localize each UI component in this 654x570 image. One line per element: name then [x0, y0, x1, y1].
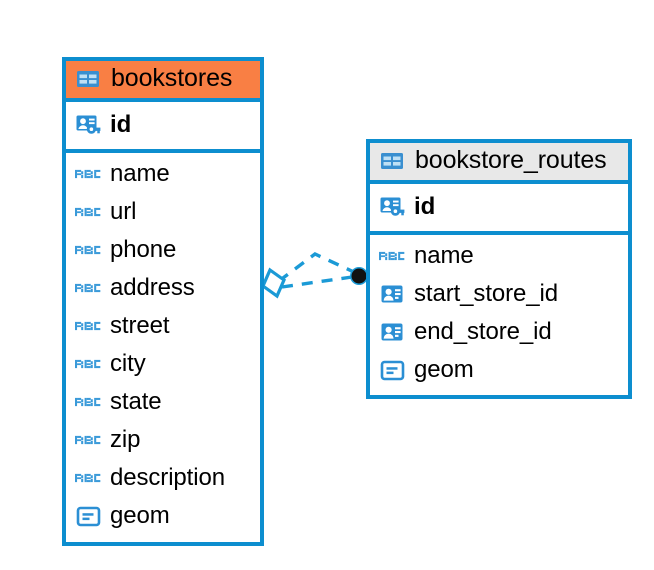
entity-title-bookstores: bookstores [111, 64, 233, 93]
primary-key-section-bookstore-routes: id [370, 180, 628, 235]
geometry-icon [378, 356, 406, 384]
abc-text-icon [74, 388, 102, 416]
field-row-geom[interactable]: geom [74, 497, 252, 535]
field-label: name [110, 160, 170, 187]
geometry-icon [74, 502, 102, 530]
field-label: address [110, 274, 195, 301]
relationship-line-lower [281, 275, 353, 289]
entity-header-bookstores: bookstores [66, 61, 260, 98]
table-icon [378, 147, 406, 175]
abc-text-icon [74, 274, 102, 302]
field-row-start-store-id[interactable]: start_store_id [378, 275, 620, 313]
primary-key-icon [74, 111, 102, 139]
field-row-phone[interactable]: phone [74, 231, 252, 269]
abc-text-icon [378, 242, 406, 270]
primary-key-section-bookstores: id [66, 98, 260, 153]
abc-text-icon [74, 198, 102, 226]
primary-key-icon [378, 193, 406, 221]
field-label: url [110, 198, 137, 225]
fields-section-bookstore-routes: name start_store_id [370, 235, 628, 395]
foreign-key-icon [378, 280, 406, 308]
field-row-street[interactable]: street [74, 307, 252, 345]
entity-bookstore-routes[interactable]: bookstore_routes [366, 139, 632, 399]
rhombus-marker [261, 267, 286, 299]
abc-text-icon [74, 160, 102, 188]
abc-text-icon [74, 350, 102, 378]
abc-text-icon [74, 312, 102, 340]
field-row-url[interactable]: url [74, 193, 252, 231]
foreign-key-icon [378, 318, 406, 346]
field-row-geom[interactable]: geom [378, 351, 620, 389]
field-label: geom [414, 356, 474, 383]
field-label: city [110, 350, 146, 377]
field-row-name[interactable]: name [378, 237, 620, 275]
field-label: state [110, 388, 162, 415]
field-label: name [414, 242, 474, 269]
field-label: phone [110, 236, 177, 263]
field-label: end_store_id [414, 318, 552, 345]
field-row-state[interactable]: state [74, 383, 252, 421]
field-row-city[interactable]: city [74, 345, 252, 383]
field-row-end-store-id[interactable]: end_store_id [378, 313, 620, 351]
fields-section-bookstores: name [66, 153, 260, 542]
entity-header-bookstore-routes: bookstore_routes [370, 143, 628, 180]
entity-title-bookstore-routes: bookstore_routes [415, 146, 607, 175]
field-row-zip[interactable]: zip [74, 421, 252, 459]
field-label: zip [110, 426, 141, 453]
field-row-name[interactable]: name [74, 155, 252, 193]
field-label: description [110, 464, 225, 491]
abc-text-icon [74, 236, 102, 264]
table-icon [74, 65, 102, 93]
field-row-primary-key[interactable]: id [74, 105, 252, 145]
relationship-line-upper [277, 252, 357, 283]
abc-text-icon [74, 464, 102, 492]
field-row-description[interactable]: description [74, 459, 252, 497]
field-label: geom [110, 502, 170, 529]
primary-key-label: id [414, 193, 436, 220]
field-row-primary-key[interactable]: id [378, 187, 620, 227]
field-label: street [110, 312, 170, 339]
filled-circle-marker [351, 268, 367, 284]
entity-bookstores[interactable]: bookstores [62, 57, 264, 546]
field-label: start_store_id [414, 280, 559, 307]
primary-key-label: id [110, 111, 132, 138]
field-row-address[interactable]: address [74, 269, 252, 307]
abc-text-icon [74, 426, 102, 454]
